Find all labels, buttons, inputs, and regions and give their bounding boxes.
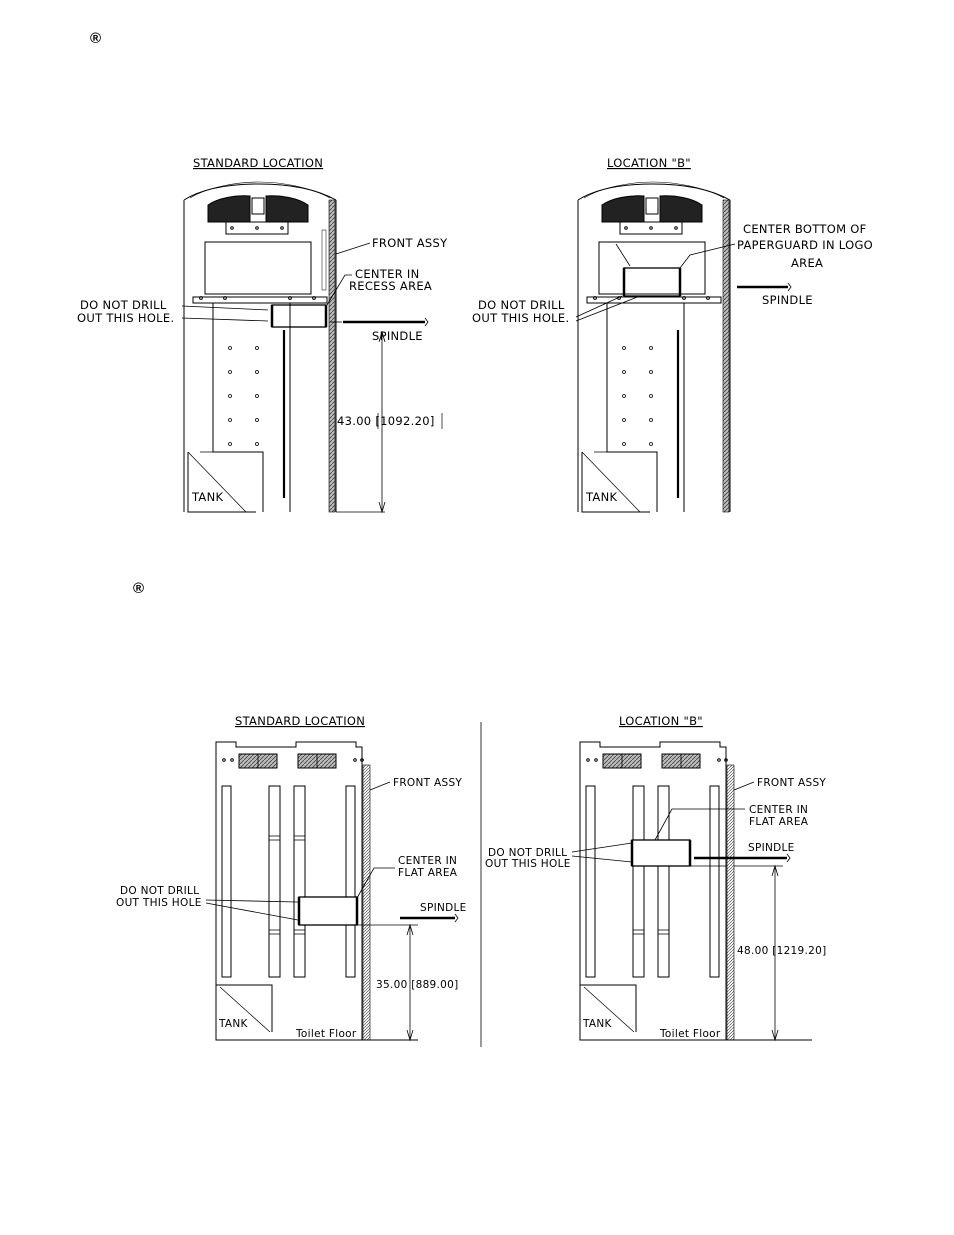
bottom-standard-title: STANDARD LOCATION	[235, 714, 365, 728]
top-standard-title: STANDARD LOCATION	[193, 156, 323, 170]
tank-label: TANK	[585, 490, 618, 504]
center-label-line2: RECESS AREA	[349, 279, 432, 293]
drill-label-line1: DO NOT DRILL	[488, 847, 567, 859]
front-assy-label: FRONT ASSY	[757, 777, 826, 789]
tank-label: TANK	[191, 490, 224, 504]
top-standard-diagram: STANDARD LOCATION TANK	[77, 156, 448, 514]
drill-label-line2: OUT THIS HOLE	[485, 858, 571, 870]
drill-label-line1: DO NOT DRILL	[80, 298, 167, 312]
logo-window-right	[265, 195, 309, 223]
wall	[328, 199, 336, 513]
dimension-label: 48.00 [1219.20]	[737, 945, 827, 957]
drill-label-line1: DO NOT DRILL	[120, 885, 199, 897]
center-label-line3: AREA	[791, 256, 823, 270]
bottom-location-b-diagram: LOCATION "B" TANK Toilet Floor SPINDLE 4…	[485, 714, 827, 1042]
center-label-line1: CENTER IN	[398, 855, 457, 867]
drill-label-line1: DO NOT DRILL	[478, 298, 565, 312]
center-label-line1: CENTER IN	[355, 267, 420, 281]
spindle-label: SPINDLE	[762, 293, 813, 307]
center-label-line1: CENTER IN	[749, 804, 808, 816]
top-b-title: LOCATION "B"	[607, 156, 691, 170]
floor-label: Toilet Floor	[659, 1028, 721, 1040]
center-label-line2: FLAT AREA	[749, 816, 809, 828]
spindle-label: SPINDLE	[748, 842, 795, 854]
spindle-label: SPINDLE	[420, 902, 467, 914]
logo-window-left	[207, 195, 251, 223]
paperguard-flat-area	[631, 839, 691, 867]
center-label-line2: PAPERGUARD IN LOGO	[737, 238, 873, 252]
drill-label-line2: OUT THIS HOLE.	[77, 311, 174, 325]
registered-mark: ®	[90, 30, 102, 47]
paperguard-flat-area	[298, 896, 358, 926]
drill-label-line2: OUT THIS HOLE	[116, 897, 202, 909]
center-label-line2: FLAT AREA	[398, 867, 458, 879]
bottom-standard-diagram: STANDARD LOCATION TANK Toilet Floor SPIN…	[116, 714, 467, 1042]
front-assy-label: FRONT ASSY	[393, 777, 462, 789]
bottom-b-title: LOCATION "B"	[619, 714, 703, 728]
registered-mark: ®	[133, 580, 145, 597]
tank-label: TANK	[218, 1018, 249, 1030]
paperguard-logo-area	[623, 267, 681, 297]
center-label-line1: CENTER BOTTOM OF	[743, 222, 867, 236]
floor-label: Toilet Floor	[295, 1028, 357, 1040]
tank-label: TANK	[582, 1018, 613, 1030]
top-location-b-diagram: LOCATION "B" TANK SPINDLE CE	[472, 156, 873, 513]
front-assy-label: FRONT ASSY	[372, 236, 448, 250]
dimension-label: 43.00 [1092.20]	[337, 414, 435, 428]
drill-label-line2: OUT THIS HOLE.	[472, 311, 569, 325]
paperguard-recess	[271, 304, 327, 328]
dimension-label: 35.00 [889.00]	[376, 979, 459, 991]
rivet-holes	[228, 346, 259, 446]
